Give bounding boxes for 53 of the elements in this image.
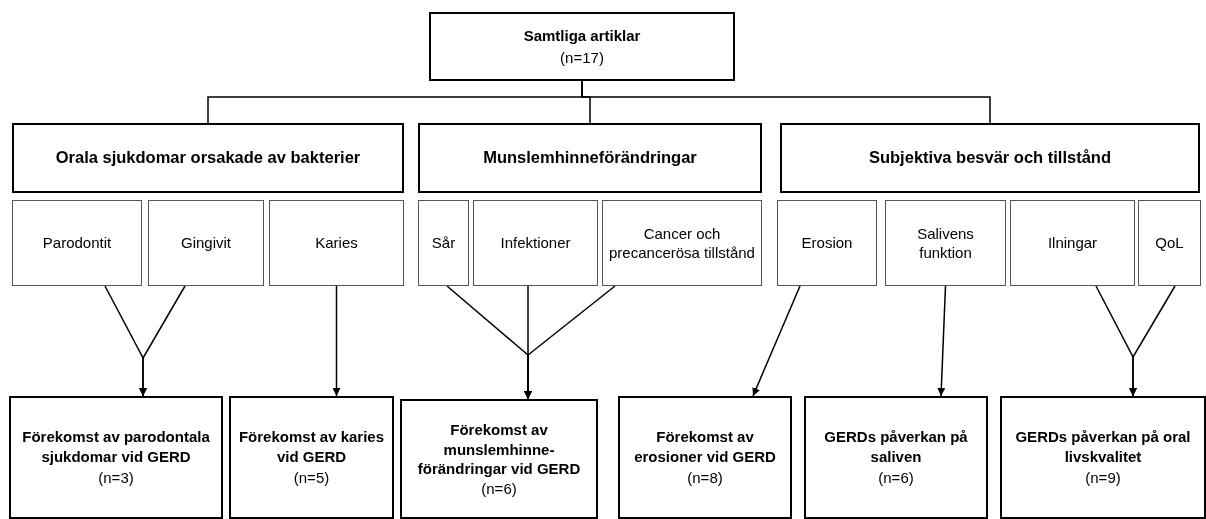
box-label: Förekomst av munslemhinne-förändringar vid GERD (n=6)	[416, 420, 582, 498]
box-label: Infektioner	[500, 233, 571, 253]
count-label: (n=3)	[98, 468, 134, 488]
box-label: Cancer och precancerösa tillstånd	[608, 223, 756, 263]
arrow	[937, 285, 947, 397]
summary-box	[429, 12, 735, 81]
result-box	[1000, 396, 1206, 519]
box-label: Parodontit	[42, 233, 112, 253]
subcategory-box	[602, 200, 762, 286]
box-label: Karies	[315, 233, 358, 253]
arrow	[139, 285, 186, 397]
box-label: GERDs påverkan på saliven	[823, 427, 969, 467]
count-label: (n=17)	[560, 47, 604, 67]
subcategory-box	[418, 200, 469, 286]
connector-line	[581, 80, 991, 124]
arrow	[524, 285, 616, 400]
arrow	[1129, 285, 1176, 397]
subcategory-box	[777, 200, 877, 286]
box-label: Sår	[431, 233, 456, 253]
result-box	[804, 396, 988, 519]
arrow	[332, 285, 341, 397]
arrow	[752, 285, 801, 397]
category-box	[418, 123, 762, 193]
subcategory-box	[12, 200, 142, 286]
subcategory-box	[473, 200, 598, 286]
box-label: Munslemhinneförändringar	[483, 147, 697, 169]
subcategory-box	[269, 200, 404, 286]
result-box	[229, 396, 394, 519]
box-label: Subjektiva besvär och tillstånd	[868, 147, 1112, 169]
subcategory-box	[148, 200, 264, 286]
count-label: (n=8)	[687, 468, 723, 488]
box-label: QoL	[1155, 233, 1184, 253]
box-label: Förekomst av erosioner vid GERD	[633, 427, 777, 467]
box-label: Ilningar	[1047, 233, 1098, 253]
box-label: Gingivit	[181, 233, 231, 253]
subcategory-box	[1138, 200, 1201, 286]
subcategory-box	[885, 200, 1006, 286]
box-label: Erosion	[801, 233, 853, 253]
box-label: Samtliga artiklar	[523, 26, 641, 46]
result-box	[9, 396, 223, 519]
box-label: Salivens funktion	[916, 223, 975, 263]
subcategory-box	[1010, 200, 1135, 286]
count-label: (n=9)	[1085, 468, 1121, 488]
box-label: Förekomst av karies vid GERD	[237, 427, 386, 467]
box-label: GERDs påverkan på oral livskvalitet	[1014, 427, 1192, 467]
result-box	[400, 399, 598, 519]
category-box	[780, 123, 1200, 193]
box-label: Orala sjukdomar orsakade av bakterier	[55, 147, 361, 169]
count-label: (n=5)	[293, 468, 330, 488]
category-box	[12, 123, 404, 193]
count-label: (n=6)	[878, 468, 914, 488]
result-box	[618, 396, 792, 519]
box-label: Förekomst av parodontala sjukdomar vid GERD	[21, 427, 211, 467]
